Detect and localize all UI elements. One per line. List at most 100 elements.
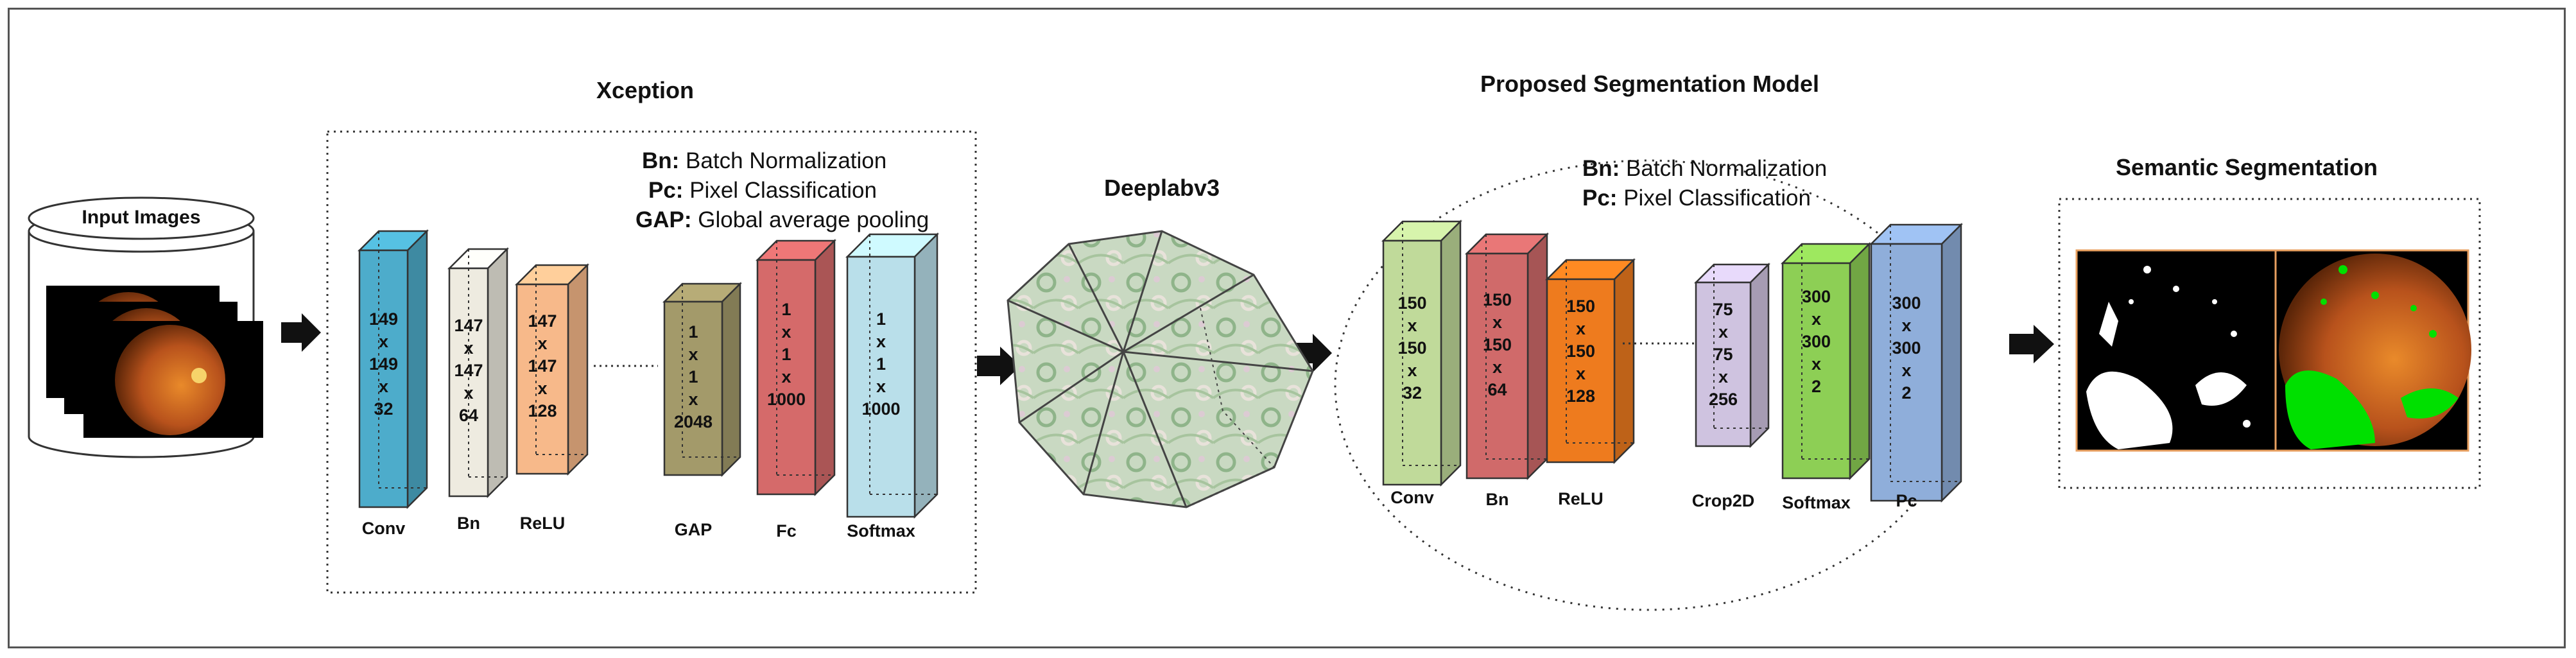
dimension-value: 149	[368, 309, 399, 329]
block-front-face	[1695, 281, 1752, 447]
block-label: Softmax	[1782, 493, 1851, 512]
dimension-value: 1000	[766, 390, 806, 409]
block-relu	[514, 263, 590, 476]
xception-legend: Bn: Batch Normalization Pc: Pixel Classi…	[635, 146, 929, 235]
dimension-value: 1	[876, 354, 886, 374]
block-side-face	[1849, 241, 1871, 481]
dimension-value: 128	[528, 401, 557, 420]
dimension-value: 147	[454, 361, 483, 380]
dimension-value: x	[876, 377, 886, 396]
dimension-value: 1000	[861, 399, 901, 419]
block-gap	[662, 281, 743, 478]
dimension-value: 300	[1892, 293, 1921, 313]
dimension-value: x	[463, 338, 474, 358]
dimension-value: x	[537, 334, 548, 353]
block-label: Crop2D	[1691, 491, 1755, 510]
legend-item-pc: Pc: Pixel Classification	[648, 178, 877, 203]
dimension-value: 147	[528, 311, 557, 331]
dimension-value: 300	[1892, 338, 1921, 358]
dimension-value: x	[1901, 361, 1912, 380]
legend-item-bn: Bn: Batch Normalization	[642, 148, 887, 173]
fundus-image-stack	[46, 286, 263, 438]
dimension-value: x	[537, 379, 548, 398]
block-dimensions: 147 x 147 x 128	[517, 310, 568, 422]
dimension-value: x	[688, 345, 698, 364]
block-label: ReLU	[1558, 489, 1604, 508]
dimension-value: 300	[1801, 287, 1831, 306]
block-dimensions: 147 x 147 x 64	[449, 315, 488, 427]
dimension-value: 2	[1901, 383, 1912, 403]
block-bn	[1464, 232, 1550, 481]
dimension-value: 64	[458, 406, 479, 425]
block-side-face	[487, 247, 508, 499]
dimension-value: 128	[1566, 386, 1596, 406]
output-box	[2058, 198, 2481, 489]
block-label: Pc	[1896, 491, 1917, 510]
block-label: ReLU	[519, 514, 566, 533]
dimension-value: x	[1811, 309, 1822, 329]
dimension-value: 32	[374, 399, 393, 419]
block-front-face	[358, 249, 409, 508]
dimension-value: x	[1718, 322, 1729, 342]
block-crop2d	[1693, 262, 1771, 449]
legend-item-pc: Pc: Pixel Classification	[1582, 186, 1811, 211]
dimension-value: x	[1811, 354, 1822, 374]
dimension-value: 147	[528, 356, 557, 376]
block-label: GAP	[674, 520, 713, 539]
dimension-value: 64	[1487, 380, 1507, 399]
block-side-face	[721, 281, 741, 478]
block-front-face	[1870, 243, 1943, 502]
block-side-face	[1440, 219, 1462, 487]
dimension-value: 1	[781, 345, 791, 364]
block-softmax	[845, 232, 940, 519]
block-side-face	[567, 263, 589, 476]
block-front-face	[1465, 252, 1529, 480]
block-side-face	[1749, 262, 1770, 449]
diagram-frame	[8, 8, 2566, 648]
block-front-face	[1546, 278, 1616, 463]
dimension-value: x	[463, 383, 474, 403]
dimension-value: 1	[688, 367, 698, 386]
block-dimensions: 1 x 1 x 1000	[847, 308, 915, 420]
dimension-value: 75	[1713, 345, 1733, 364]
block-relu	[1544, 257, 1636, 465]
dimension-value: x	[1407, 361, 1417, 380]
dimension-value: 147	[454, 316, 483, 335]
dimension-value: 1	[876, 309, 886, 329]
xception-title: Xception	[596, 77, 694, 103]
dimension-value: x	[378, 377, 389, 396]
block-side-face	[1526, 232, 1548, 481]
arrow-icon	[281, 313, 321, 352]
semantic-segmentation-title: Semantic Segmentation	[2115, 154, 2378, 180]
dimension-value: x	[1575, 319, 1586, 338]
block-front-face	[1382, 239, 1442, 486]
arrow-icon	[977, 347, 1021, 385]
dimension-value: x	[1718, 367, 1729, 386]
block-conv	[1381, 219, 1463, 487]
dimension-value: x	[876, 332, 886, 351]
block-front-face	[1781, 262, 1851, 480]
dimension-value: x	[378, 332, 389, 351]
segmentation-model-title: Proposed Segmentation Model	[1480, 71, 1820, 97]
arrow-icon	[2009, 325, 2054, 363]
block-label: Bn	[457, 514, 480, 533]
legend-item-bn: Bn: Batch Normalization	[1582, 156, 1828, 181]
deeplabv3-polyhedron	[1007, 230, 1314, 508]
dimension-value: x	[1492, 358, 1503, 377]
segmentation-legend: Bn: Batch Normalization Pc: Pixel Classi…	[1582, 154, 1827, 213]
dimension-value: 1	[781, 300, 791, 319]
xception-box	[326, 130, 977, 594]
dimension-value: 256	[1708, 390, 1738, 409]
dimension-value: x	[1575, 364, 1586, 383]
dimension-value: 32	[1402, 383, 1422, 403]
block-front-face	[663, 300, 723, 476]
block-front-face	[448, 267, 489, 498]
